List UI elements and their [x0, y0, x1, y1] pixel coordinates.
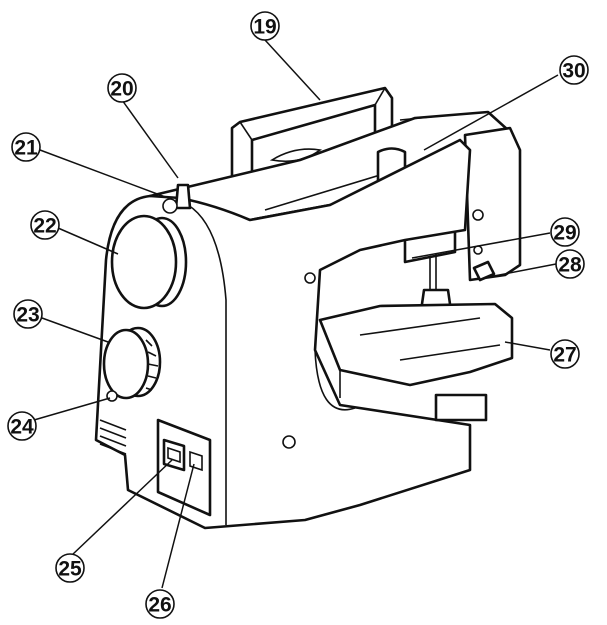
callout-22: 22: [30, 210, 60, 240]
callout-25: 25: [55, 553, 85, 583]
thread-guide: [162, 183, 192, 214]
pattern-selector-dial: [102, 326, 162, 400]
callout-28: 28: [555, 249, 585, 279]
callout-number: 26: [148, 594, 171, 617]
callout-26: 26: [145, 589, 175, 619]
callout-21: 21: [11, 132, 41, 162]
reverse-lever: [106, 390, 118, 402]
callout-circle: [250, 11, 280, 41]
callout-number: 25: [58, 558, 82, 581]
callout-number: 29: [553, 222, 576, 245]
callout-circle: [550, 217, 580, 247]
leader-lines: [33, 39, 559, 589]
callout-number: 30: [562, 60, 585, 83]
callout-circle: [55, 553, 85, 583]
callout-number: 27: [553, 344, 576, 367]
callout-circle: [145, 589, 175, 619]
callout-24: 24: [7, 411, 37, 441]
callout-29: 29: [550, 217, 580, 247]
callout-19: 19: [250, 11, 280, 41]
sewing-machine-illustration: [94, 86, 522, 530]
callout-circle: [107, 73, 137, 103]
callout-number: 19: [253, 16, 276, 39]
thread-cutter: [472, 245, 496, 282]
callout-circle: [550, 339, 580, 369]
callout-circle: [11, 132, 41, 162]
callout-number: 28: [558, 254, 582, 277]
callout-number: 22: [33, 215, 56, 238]
callout-number: 20: [110, 78, 133, 101]
callout-circle: [555, 249, 585, 279]
callout-20: 20: [107, 73, 137, 103]
callout-circle: [559, 55, 589, 85]
callout-30: 30: [559, 55, 589, 85]
handwheel: [110, 214, 188, 310]
vent-grille: [99, 419, 127, 455]
free-arm-bed: [318, 302, 514, 422]
callout-23: 23: [13, 299, 43, 329]
switch-panel: [156, 418, 212, 517]
callout-circle: [7, 411, 37, 441]
callout-number: 24: [10, 416, 34, 439]
callout-number: 21: [14, 137, 38, 160]
callout-circle: [13, 299, 43, 329]
callout-27: 27: [550, 339, 580, 369]
callout-circle: [30, 210, 60, 240]
callout-number: 23: [16, 304, 39, 327]
